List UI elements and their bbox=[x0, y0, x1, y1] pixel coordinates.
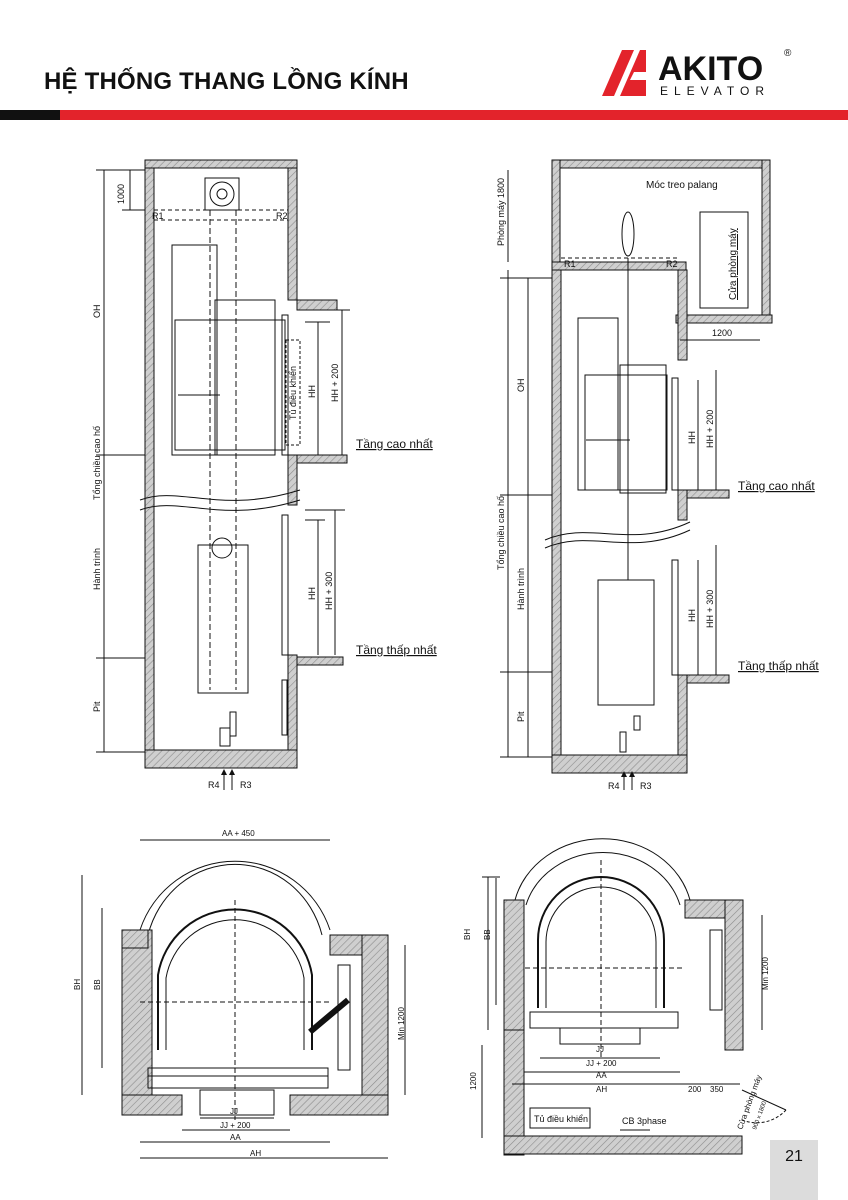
label-pit: Pit bbox=[92, 701, 102, 712]
label-min1200: Min 1200 bbox=[761, 957, 770, 990]
left-elevation bbox=[96, 159, 350, 790]
label-hh-top: HH bbox=[307, 385, 317, 398]
right-elevation bbox=[500, 159, 773, 790]
label-aa: AA bbox=[230, 1133, 241, 1142]
label-1200: 1200 bbox=[469, 1072, 478, 1090]
label-hh200: HH + 200 bbox=[705, 410, 715, 448]
label-control-cabinet: Tủ điều khiển bbox=[534, 1114, 588, 1124]
label-bb: BB bbox=[93, 979, 102, 990]
left-elevation-labels: 1000 OH Tổng chiều cao hố Hành trình Pit… bbox=[92, 184, 437, 790]
label-bh: BH bbox=[73, 979, 82, 990]
label-ah: AH bbox=[596, 1085, 607, 1094]
label-top-floor: Tầng cao nhất bbox=[738, 479, 815, 493]
label-1000: 1000 bbox=[116, 184, 126, 204]
label-total-height: Tổng chiều cao hố bbox=[92, 426, 102, 500]
header-bar-red bbox=[60, 110, 848, 120]
page-title: HỆ THỐNG THANG LỒNG KÍNH bbox=[44, 68, 409, 95]
label-pit: Pit bbox=[516, 711, 526, 722]
label-jj200: JJ + 200 bbox=[586, 1059, 617, 1068]
label-jj200: JJ + 200 bbox=[220, 1121, 251, 1130]
label-min1200: Min 1200 bbox=[397, 1007, 406, 1040]
label-machine-room: Phòng máy 1800 bbox=[496, 178, 506, 246]
label-r1: R1 bbox=[152, 211, 164, 221]
label-bottom-floor: Tầng thấp nhất bbox=[356, 643, 437, 657]
label-jj: JJ bbox=[596, 1045, 604, 1054]
logo-reg: ® bbox=[784, 48, 792, 59]
label-r3: R3 bbox=[640, 781, 652, 791]
label-r1: R1 bbox=[564, 259, 576, 269]
label-total-height: Tổng chiều cao hố bbox=[496, 496, 506, 570]
label-door-size: 900 x 1800 bbox=[752, 1100, 768, 1131]
logo-sub: ELEVATOR bbox=[660, 84, 770, 98]
label-bottom-floor: Tầng thấp nhất bbox=[738, 659, 819, 673]
label-r4: R4 bbox=[208, 780, 220, 790]
label-r4: R4 bbox=[608, 781, 620, 791]
page-number-box bbox=[770, 1140, 818, 1200]
label-hh300: HH + 300 bbox=[705, 590, 715, 628]
left-plan bbox=[81, 839, 406, 1159]
right-elevation-labels: Phòng máy 1800 Móc treo palang Cửa phòng… bbox=[496, 178, 819, 791]
label-bh: BH bbox=[463, 929, 472, 940]
left-plan-labels: AA + 450 BH BB Min 1200 JJ JJ + 200 AA A… bbox=[73, 829, 406, 1158]
label-machine-door: Cửa phòng máy bbox=[727, 228, 739, 300]
label-hh300: HH + 300 bbox=[324, 572, 334, 610]
akito-logo: AKITO ELEVATOR ® bbox=[602, 48, 792, 98]
label-ah: AH bbox=[250, 1149, 261, 1158]
label-aa: AA bbox=[596, 1071, 607, 1080]
logo-word: AKITO bbox=[658, 50, 763, 88]
header-bar-black bbox=[0, 110, 60, 120]
label-1200: 1200 bbox=[712, 328, 732, 338]
label-hh-bottom: HH bbox=[307, 587, 317, 600]
label-jj: JJ bbox=[230, 1107, 238, 1116]
label-oh: OH bbox=[92, 305, 102, 319]
label-cb: CB 3phase bbox=[622, 1116, 667, 1126]
label-r3: R3 bbox=[240, 780, 252, 790]
label-350: 350 bbox=[710, 1085, 724, 1094]
label-hh200: HH + 200 bbox=[330, 364, 340, 402]
label-hh-top: HH bbox=[687, 431, 697, 444]
label-top-floor: Tầng cao nhất bbox=[356, 437, 433, 451]
label-200: 200 bbox=[688, 1085, 702, 1094]
label-travel: Hành trình bbox=[516, 568, 526, 610]
label-hh-bottom: HH bbox=[687, 609, 697, 622]
right-plan bbox=[481, 838, 787, 1156]
label-r2: R2 bbox=[276, 211, 288, 221]
label-r2: R2 bbox=[666, 259, 678, 269]
label-control-cabinet: Tủ điều khiển bbox=[288, 366, 298, 420]
page-number: 21 bbox=[785, 1148, 803, 1165]
label-aa450: AA + 450 bbox=[222, 829, 255, 838]
label-oh: OH bbox=[516, 379, 526, 393]
label-bb: BB bbox=[483, 929, 492, 940]
label-hook: Móc treo palang bbox=[646, 180, 718, 191]
label-travel: Hành trình bbox=[92, 548, 102, 590]
